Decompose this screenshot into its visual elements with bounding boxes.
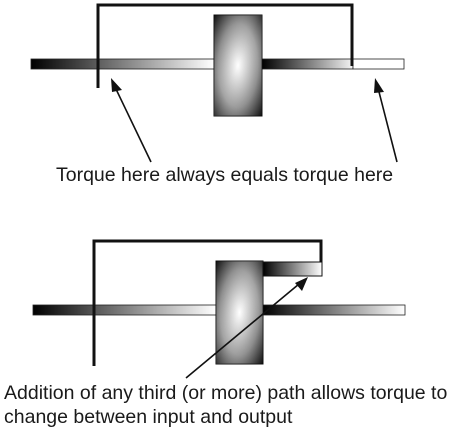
bottom-caption-line2: change between input and output: [4, 406, 293, 428]
bottom-caption-line1: Addition of any third (or more) path all…: [4, 382, 448, 404]
top-housing-frame: [96, 3, 354, 88]
top-diagram: [30, 3, 405, 163]
bottom-arrow: [185, 283, 300, 379]
top-output-shaft-end: [352, 58, 405, 70]
top-left-arrow: [114, 86, 152, 163]
top-caption: Torque here always equals torque here: [56, 164, 394, 186]
top-right-arrow: [377, 87, 398, 163]
third-path-block: [262, 261, 323, 277]
bottom-output-shaft: [261, 304, 406, 316]
bottom-housing-frame: [92, 239, 323, 366]
top-input-shaft: [30, 58, 215, 70]
bottom-diagram: [32, 239, 406, 379]
top-output-shaft: [261, 58, 354, 70]
bottom-input-shaft: [32, 304, 217, 316]
